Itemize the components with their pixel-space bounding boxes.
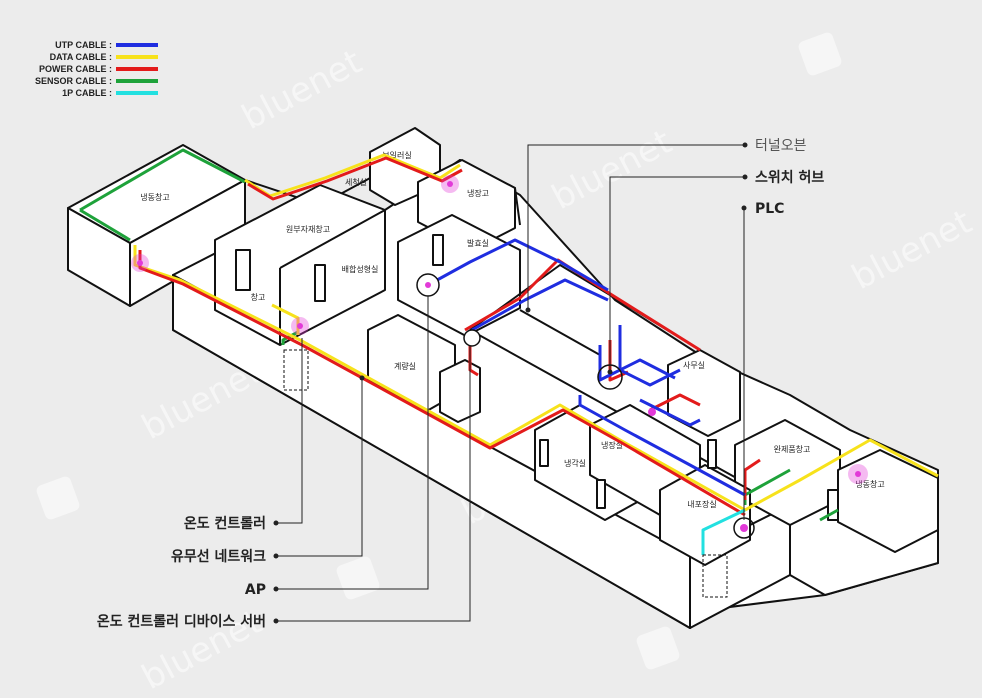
legend-label-utp: UTP CABLE :: [55, 40, 112, 50]
callout-line-device-server: [276, 346, 471, 622]
utp-cable: [618, 325, 681, 387]
room-label-office: 사무실: [683, 360, 705, 370]
utp-cable: [639, 398, 701, 427]
temperature-sensor-icon: [137, 260, 143, 266]
watermark-text: bluenet: [545, 122, 678, 218]
ap-icon: [425, 282, 431, 288]
data-cable: [271, 303, 300, 335]
room-label-wash: 세척실: [345, 177, 367, 187]
data-cable: [133, 245, 939, 512]
room-label-weighing: 계량실: [394, 361, 416, 371]
callout-switch-hub: 스위치 허브: [755, 169, 824, 186]
power-cable: [138, 250, 746, 517]
sensor-points: [131, 175, 868, 532]
temp-controller-rack-icon: [283, 349, 309, 391]
room-label-boiler: 보일러실: [382, 150, 411, 160]
cable-legend: UTP CABLE : DATA CABLE : POWER CABLE : S…: [35, 40, 158, 98]
cable-routes: [79, 148, 939, 555]
legend-label-data: DATA CABLE :: [50, 52, 112, 62]
room-label-storage-small: 창고: [251, 293, 266, 302]
utp-cable: [578, 395, 746, 497]
callouts-left: 온도 컨트롤러 유무선 네트워크 AP 온도 컨트롤러 디바이스 서버: [97, 296, 471, 630]
callout-plc: PLC: [755, 201, 784, 217]
sensor-cable: [281, 330, 299, 345]
room-label-inner-pack: 내포장실: [687, 499, 716, 509]
room-label-finished: 완제품창고: [774, 445, 811, 454]
callout-line-ap: [276, 296, 429, 590]
room-label-freezer-left: 냉동창고: [140, 192, 169, 202]
room-labels: 냉동창고 보일러실 세척실 냉장고 원부자재창고 배합성형실 발효실 창고 계량…: [140, 150, 884, 509]
callout-tunnel-oven: 터널오븐: [755, 138, 807, 154]
room-label-raw-material: 원부자재창고: [286, 225, 330, 234]
legend-label-power: POWER CABLE :: [39, 64, 112, 74]
callout-line-tunnel-oven: [527, 144, 745, 310]
device-server-icon: [463, 329, 481, 347]
sensor-cable: [79, 148, 246, 212]
sensor-cable: [79, 208, 131, 242]
callout-ap: AP: [245, 582, 266, 598]
temperature-sensor-icon: [447, 181, 453, 187]
watermark-logo-icon: [336, 556, 380, 600]
temperature-sensor-icon: [740, 524, 748, 532]
control-panel-icon: [702, 554, 728, 598]
room-label-cold-top: 냉장고: [467, 188, 489, 198]
watermark-text: bluenet: [845, 202, 978, 298]
temperature-sensor-icon: [297, 323, 303, 329]
temperature-sensor-icon: [648, 408, 656, 416]
watermark-text: bluenet: [235, 42, 368, 138]
sensor-cable: [819, 508, 839, 522]
utp-cable: [471, 278, 609, 332]
callout-temp-controller: 온도 컨트롤러: [184, 515, 266, 532]
legend-label-1p: 1P CABLE :: [62, 88, 112, 98]
watermark-logo-icon: [636, 626, 680, 670]
callout-line-switch-hub: [609, 176, 745, 372]
room-label-freezer-right: 냉동창고: [855, 479, 884, 489]
power-cable: [247, 156, 463, 201]
watermark-logo-icon: [798, 32, 842, 76]
legend-label-sensor: SENSOR CABLE :: [35, 76, 112, 86]
callout-line-network: [276, 378, 363, 557]
1p-cable: [701, 508, 746, 555]
callouts-right: 터널오븐 스위치 허브 PLC: [525, 138, 824, 520]
room-label-mixing: 배합성형실: [342, 264, 379, 274]
callout-device-server: 온도 컨트롤러 디바이스 서버: [97, 613, 266, 630]
callout-line-temp-controller: [276, 338, 303, 524]
watermark-logo-icon: [36, 476, 80, 520]
room-label-cold-mid: 냉장실: [601, 440, 623, 450]
temperature-sensor-icon: [855, 471, 861, 477]
callout-network: 유무선 네트워크: [171, 549, 266, 565]
room-label-ferment: 발효실: [467, 238, 489, 248]
room-label-cooling: 냉각실: [564, 458, 586, 468]
power-cable: [743, 458, 761, 500]
power-cable: [649, 393, 701, 412]
utp-cable: [427, 238, 609, 292]
